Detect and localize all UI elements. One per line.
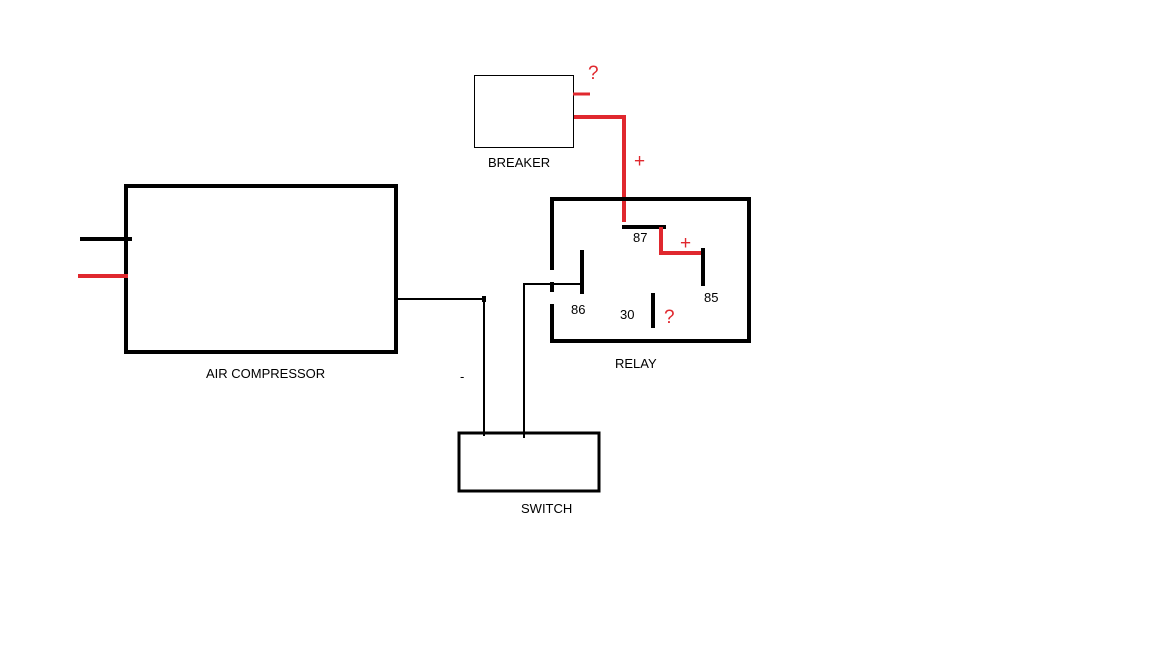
air-compressor-box [124, 184, 398, 354]
switch: SWITCH [457, 431, 601, 516]
ground-minus-label: - [460, 369, 464, 384]
compressor-to-switch-wire [396, 298, 485, 436]
relay-label: RELAY [615, 356, 657, 371]
relay-pin-85-label: 85 [704, 290, 718, 305]
switch-box [457, 431, 601, 493]
switch-to-relay-86-wire [523, 283, 582, 438]
breaker-label: BREAKER [488, 155, 550, 170]
relay-jumper-87-85 [659, 227, 702, 255]
breaker-box [474, 75, 574, 148]
breaker-to-relay-wire [574, 115, 626, 222]
breaker-wire-plus: + [634, 151, 645, 172]
relay-pin-30-label: 30 [620, 307, 634, 322]
air-compressor: AIR COMPRESSOR [78, 184, 398, 381]
switch-label: SWITCH [521, 501, 572, 516]
breaker-question-mark: ? [588, 63, 599, 84]
relay-pin-86-label: 86 [571, 302, 585, 317]
breaker: BREAKER ? [474, 63, 599, 170]
relay-jumper-plus: + [680, 233, 691, 254]
air-compressor-label: AIR COMPRESSOR [206, 366, 325, 381]
relay-pin-30-question-mark: ? [664, 307, 675, 328]
relay: 87 + 85 86 30 ? RELAY [549, 197, 751, 371]
relay-pin-87-label: 87 [633, 230, 647, 245]
